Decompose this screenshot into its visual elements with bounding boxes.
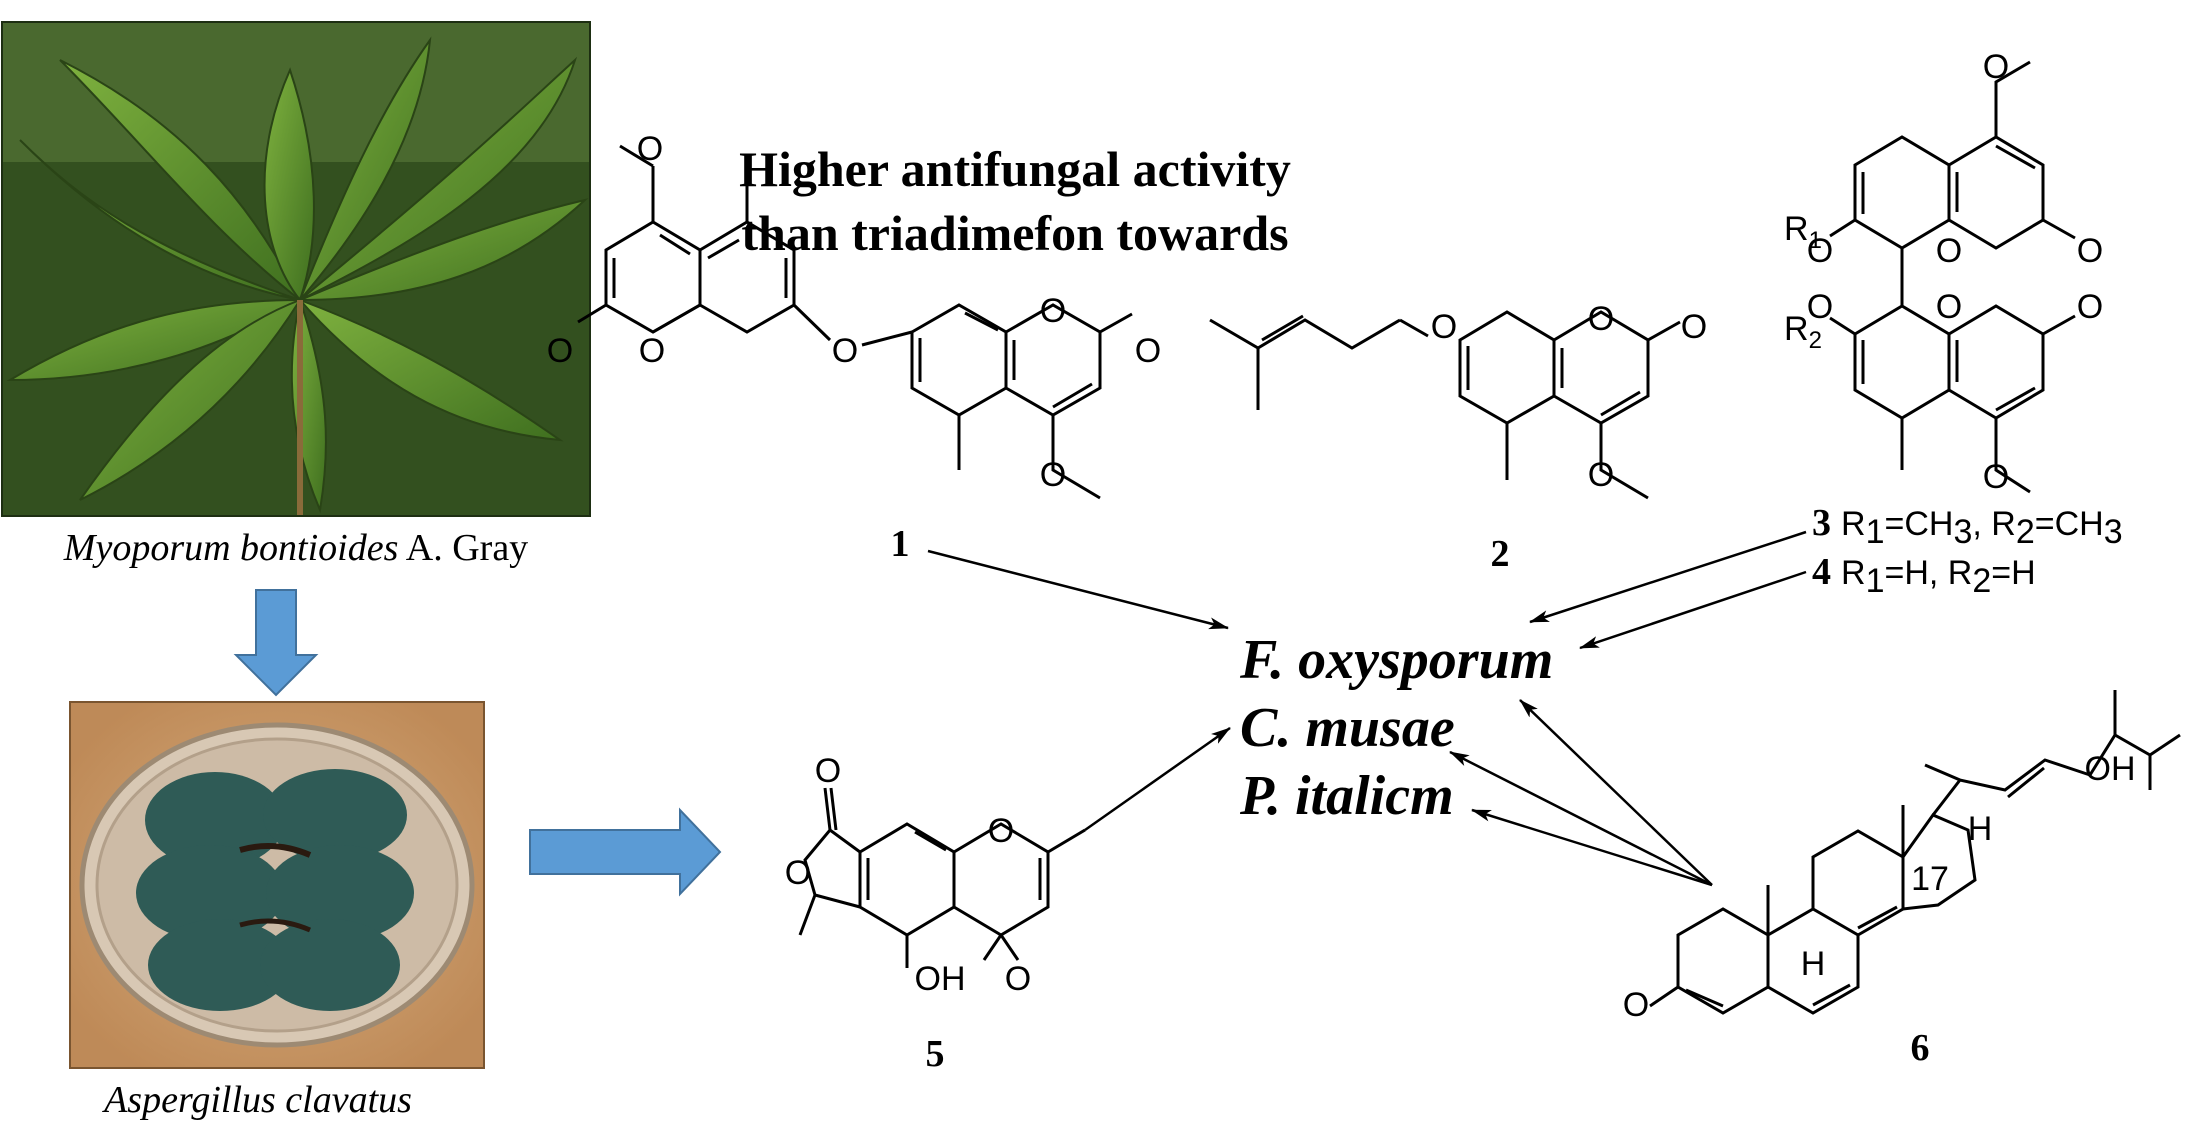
svg-text:R1: R1 bbox=[1784, 210, 1822, 254]
svg-text:O: O bbox=[547, 332, 573, 370]
arrow-4-to-f-oxysporum bbox=[1579, 570, 1807, 650]
svg-text:O: O bbox=[1681, 308, 1707, 346]
activity-arrows bbox=[927, 530, 1807, 887]
compound-1-atoms: O O O O O O O bbox=[547, 130, 1161, 494]
fungus-f-oxysporum: F. oxysporum bbox=[1239, 629, 1553, 691]
down-block-arrow bbox=[233, 589, 319, 697]
compound-5-label: 5 bbox=[926, 1033, 945, 1075]
svg-text:O: O bbox=[988, 812, 1014, 850]
svg-text:O: O bbox=[1588, 456, 1614, 494]
structure-compound-1 bbox=[577, 144, 1133, 500]
svg-text:O: O bbox=[1431, 308, 1457, 346]
svg-text:O: O bbox=[2077, 288, 2103, 326]
compound-2-atoms: O O O O bbox=[1431, 300, 1707, 494]
compound-2-label: 2 bbox=[1491, 533, 1510, 575]
svg-text:O: O bbox=[785, 854, 811, 892]
fungus-c-musae: C. musae bbox=[1240, 697, 1455, 759]
svg-text:O: O bbox=[2077, 232, 2103, 270]
svg-text:O: O bbox=[1005, 960, 1031, 998]
arrow-5-to-c-musae bbox=[1084, 726, 1231, 832]
compound-1-label: 1 bbox=[891, 523, 910, 565]
fungus-caption: Aspergillus clavatus bbox=[101, 1079, 412, 1121]
compound-3-4-atoms: O O O O O O O O R1 R2 bbox=[1784, 48, 2103, 496]
svg-text:O: O bbox=[1936, 288, 1962, 326]
arrow-3-to-f-oxysporum bbox=[1529, 530, 1807, 624]
arrow-1-to-f-oxysporum bbox=[927, 549, 1229, 630]
compound-6-label: 6 bbox=[1911, 1027, 1930, 1069]
structure-compound-6 bbox=[1649, 690, 2181, 1015]
svg-text:OH: OH bbox=[915, 960, 966, 998]
structure-compound-2 bbox=[1209, 310, 1681, 500]
structure-compound-3-4 bbox=[1829, 60, 2076, 494]
arrow-6-to-p-italicm bbox=[1471, 808, 1713, 887]
plant-photo bbox=[1, 21, 591, 517]
svg-text:OH: OH bbox=[2085, 750, 2136, 788]
heading-line-2: than triadimefon towards bbox=[741, 205, 1288, 261]
svg-text:H: H bbox=[1968, 810, 1993, 848]
svg-text:O: O bbox=[832, 332, 858, 370]
svg-text:O: O bbox=[1623, 986, 1649, 1024]
fungus-p-italicm: P. italicm bbox=[1239, 765, 1454, 827]
compound-5-atoms: O O O O OH bbox=[785, 752, 1031, 998]
heading-line-1: Higher antifungal activity bbox=[739, 141, 1291, 197]
svg-text:O: O bbox=[1040, 292, 1066, 330]
svg-text:O: O bbox=[815, 752, 841, 790]
svg-text:O: O bbox=[1983, 48, 2009, 86]
svg-text:O: O bbox=[1807, 288, 1833, 326]
arrow-6-to-f-oxysporum bbox=[1519, 699, 1713, 886]
svg-text:17: 17 bbox=[1911, 860, 1949, 898]
svg-text:O: O bbox=[637, 130, 663, 168]
petri-dish-photo bbox=[69, 701, 485, 1069]
svg-text:O: O bbox=[1936, 232, 1962, 270]
svg-text:R2: R2 bbox=[1784, 310, 1822, 354]
plant-caption: Myoporum bontioides A. Gray bbox=[63, 527, 528, 569]
svg-text:O: O bbox=[639, 332, 665, 370]
svg-text:O: O bbox=[1135, 332, 1161, 370]
svg-text:O: O bbox=[1588, 300, 1614, 338]
svg-text:O: O bbox=[1983, 458, 2009, 496]
right-block-arrow bbox=[529, 807, 722, 897]
arrow-6-to-c-musae bbox=[1449, 750, 1713, 887]
svg-text:O: O bbox=[1040, 456, 1066, 494]
svg-text:O: O bbox=[1807, 232, 1833, 270]
svg-text:H: H bbox=[1801, 945, 1826, 983]
structure-compound-5 bbox=[798, 787, 1086, 968]
compound-6-atoms: O H 17 H OH bbox=[1623, 750, 2136, 1024]
